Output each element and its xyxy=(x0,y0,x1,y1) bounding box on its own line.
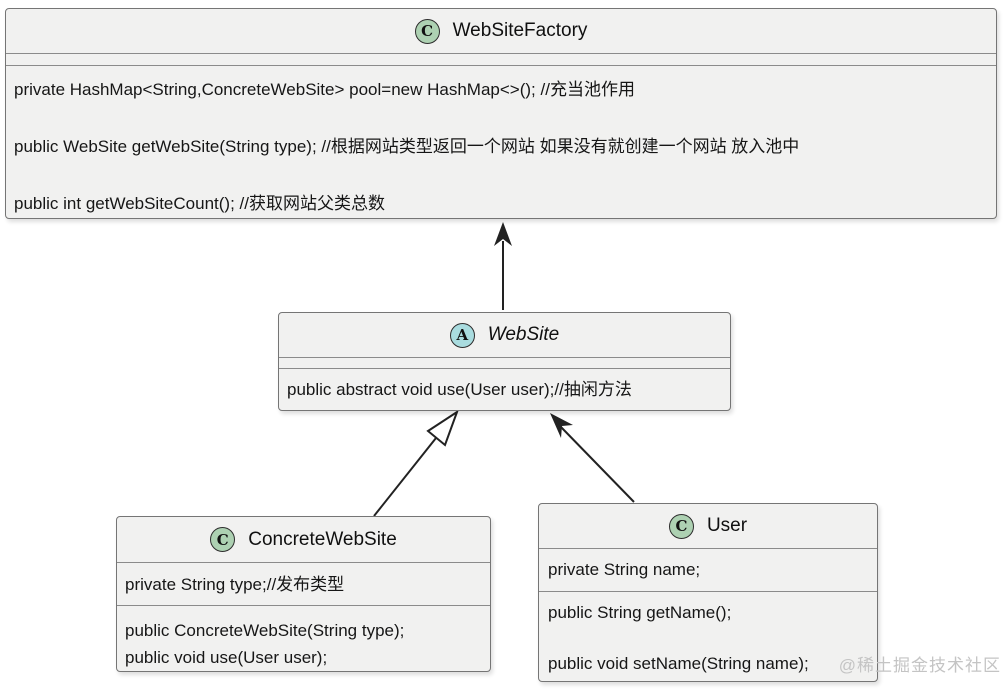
arrow-website-to-factory xyxy=(494,222,512,310)
abstract-class-icon: A xyxy=(449,322,475,348)
class-website-title: A WebSite xyxy=(279,313,730,357)
compartment-divider xyxy=(279,368,730,369)
fields-compartment: private String name; xyxy=(539,549,877,591)
class-concretewebsite-title: C ConcreteWebSite xyxy=(117,517,490,562)
class-websitefactory-title: C WebSiteFactory xyxy=(6,9,996,53)
class-icon: C xyxy=(210,527,236,552)
compartment-divider xyxy=(279,357,730,358)
class-name: User xyxy=(706,515,748,536)
fields-compartment: private String type;//发布类型 xyxy=(117,563,490,605)
class-name: WebSiteFactory xyxy=(452,20,588,41)
compartment-divider xyxy=(539,591,877,592)
compartment-divider xyxy=(6,53,996,54)
methods-compartment: private HashMap<String,ConcreteWebSite> … xyxy=(6,66,996,221)
class-icon: C xyxy=(668,513,694,539)
method-line: public WebSite getWebSite(String type); … xyxy=(14,137,800,156)
methods-compartment: public String getName(); public void set… xyxy=(539,592,877,684)
empty-fields-compartment xyxy=(279,358,730,368)
class-icon: C xyxy=(414,18,440,44)
methods-compartment: public abstract void use(User user);//抽闲… xyxy=(279,369,730,410)
method-line: private HashMap<String,ConcreteWebSite> … xyxy=(14,80,635,99)
class-concretewebsite: C ConcreteWebSite private String type;//… xyxy=(116,516,491,672)
juejin-watermark: @稀土掘金技术社区 xyxy=(838,656,1001,675)
methods-compartment: public ConcreteWebSite(String type); pub… xyxy=(117,606,490,677)
compartment-divider xyxy=(6,65,996,66)
class-name: WebSite xyxy=(487,324,560,345)
class-website: A WebSite public abstract void use(User … xyxy=(278,312,731,411)
empty-fields-compartment xyxy=(6,54,996,65)
arrow-concrete-extends-website xyxy=(373,409,459,517)
class-websitefactory: C WebSiteFactory private HashMap<String,… xyxy=(5,8,997,219)
class-user-title: C User xyxy=(539,504,877,548)
method-line: public void setName(String name); xyxy=(548,654,809,673)
compartment-divider xyxy=(117,562,490,563)
class-user: C User private String name; public Strin… xyxy=(538,503,878,682)
field-line: private String type;//发布类型 xyxy=(125,574,345,594)
method-line: public int getWebSiteCount(); //获取网站父类总数 xyxy=(14,194,385,213)
method-line: public abstract void use(User user);//抽闲… xyxy=(287,380,632,399)
compartment-divider xyxy=(117,605,490,606)
method-line: public void use(User user); xyxy=(125,648,328,667)
class-name: ConcreteWebSite xyxy=(248,528,397,550)
arrow-user-to-website xyxy=(550,413,635,503)
compartment-divider xyxy=(539,548,877,549)
method-line: public ConcreteWebSite(String type); xyxy=(125,621,405,640)
method-line: public String getName(); xyxy=(548,603,732,622)
field-line: private String name; xyxy=(548,560,701,579)
